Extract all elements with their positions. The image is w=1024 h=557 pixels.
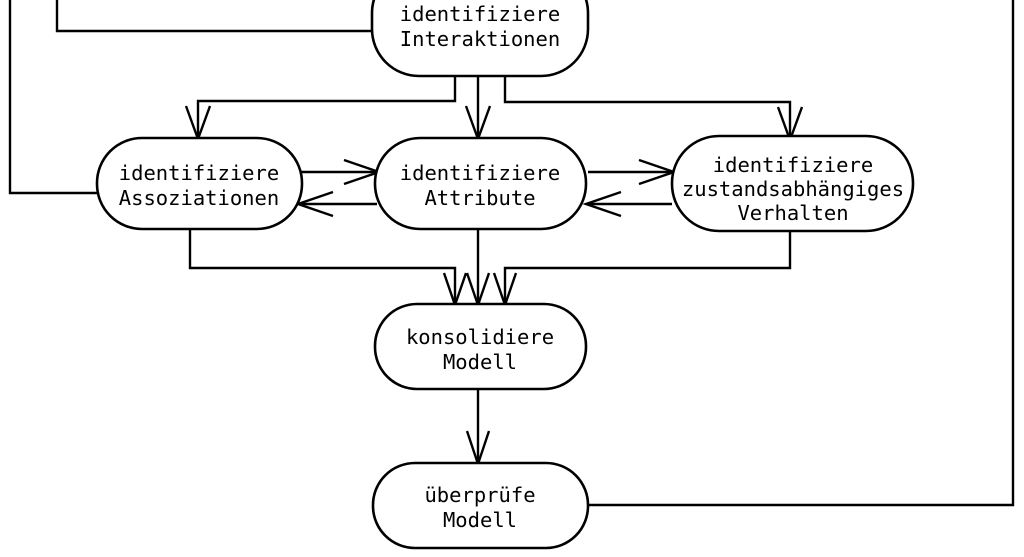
node-konsolidiere-modell[interactable]: konsolidiere Modell [373, 302, 588, 391]
node-identifiziere-zustandsabhaengiges-verhalten[interactable]: identifiziere zustandsabhängiges Verhalt… [670, 134, 915, 233]
node-verhalten-line2: zustandsabhängiges [682, 177, 904, 201]
node-interaktionen-line2: Interaktionen [400, 27, 560, 51]
node-attribute-line1: identifiziere [400, 161, 560, 185]
edge-offpage-left-to-assoziationen [8, 0, 97, 195]
node-identifiziere-assoziationen[interactable]: identifiziere Assoziationen [95, 136, 304, 231]
edge-assoziationen-to-konsolidiere [188, 229, 457, 303]
edge-verhalten-to-konsolidiere [503, 229, 792, 303]
node-verhalten-line1: identifiziere [713, 153, 873, 177]
node-konsolidiere-shape [373, 302, 588, 391]
node-verhalten-line3: Verhalten [737, 201, 848, 225]
node-konsolidiere-line1: konsolidiere [406, 325, 554, 349]
edge-ueberpruefe-feedback-right [588, 0, 1015, 507]
node-identifiziere-interaktionen[interactable]: identifiziere Interaktionen [370, 0, 590, 78]
node-konsolidiere-line2: Modell [443, 350, 517, 374]
node-assoziationen-shape [95, 136, 304, 231]
node-interaktionen-line1: identifiziere [400, 2, 560, 26]
node-verhalten-shape [670, 134, 915, 233]
node-identifiziere-attribute[interactable]: identifiziere Attribute [373, 136, 588, 231]
node-ueberpruefe-shape [371, 461, 590, 550]
node-ueberpruefe-line2: Modell [443, 508, 517, 532]
node-assoziationen-line1: identifiziere [119, 161, 279, 185]
edge-interaktionen-to-verhalten [503, 76, 792, 137]
node-attribute-shape [373, 136, 588, 231]
node-ueberpruefe-line1: überprüfe [424, 483, 535, 507]
node-attribute-line2: Attribute [424, 186, 535, 210]
node-ueberpruefe-modell[interactable]: überprüfe Modell [371, 461, 590, 550]
node-assoziationen-line2: Assoziationen [119, 186, 279, 210]
node-interaktionen-shape [370, 0, 590, 78]
arrowhead-verhalten-to-attribute [582, 190, 622, 218]
edge-interaktionen-feedback-left [55, 0, 372, 33]
edge-interaktionen-to-assoziationen [196, 76, 457, 137]
